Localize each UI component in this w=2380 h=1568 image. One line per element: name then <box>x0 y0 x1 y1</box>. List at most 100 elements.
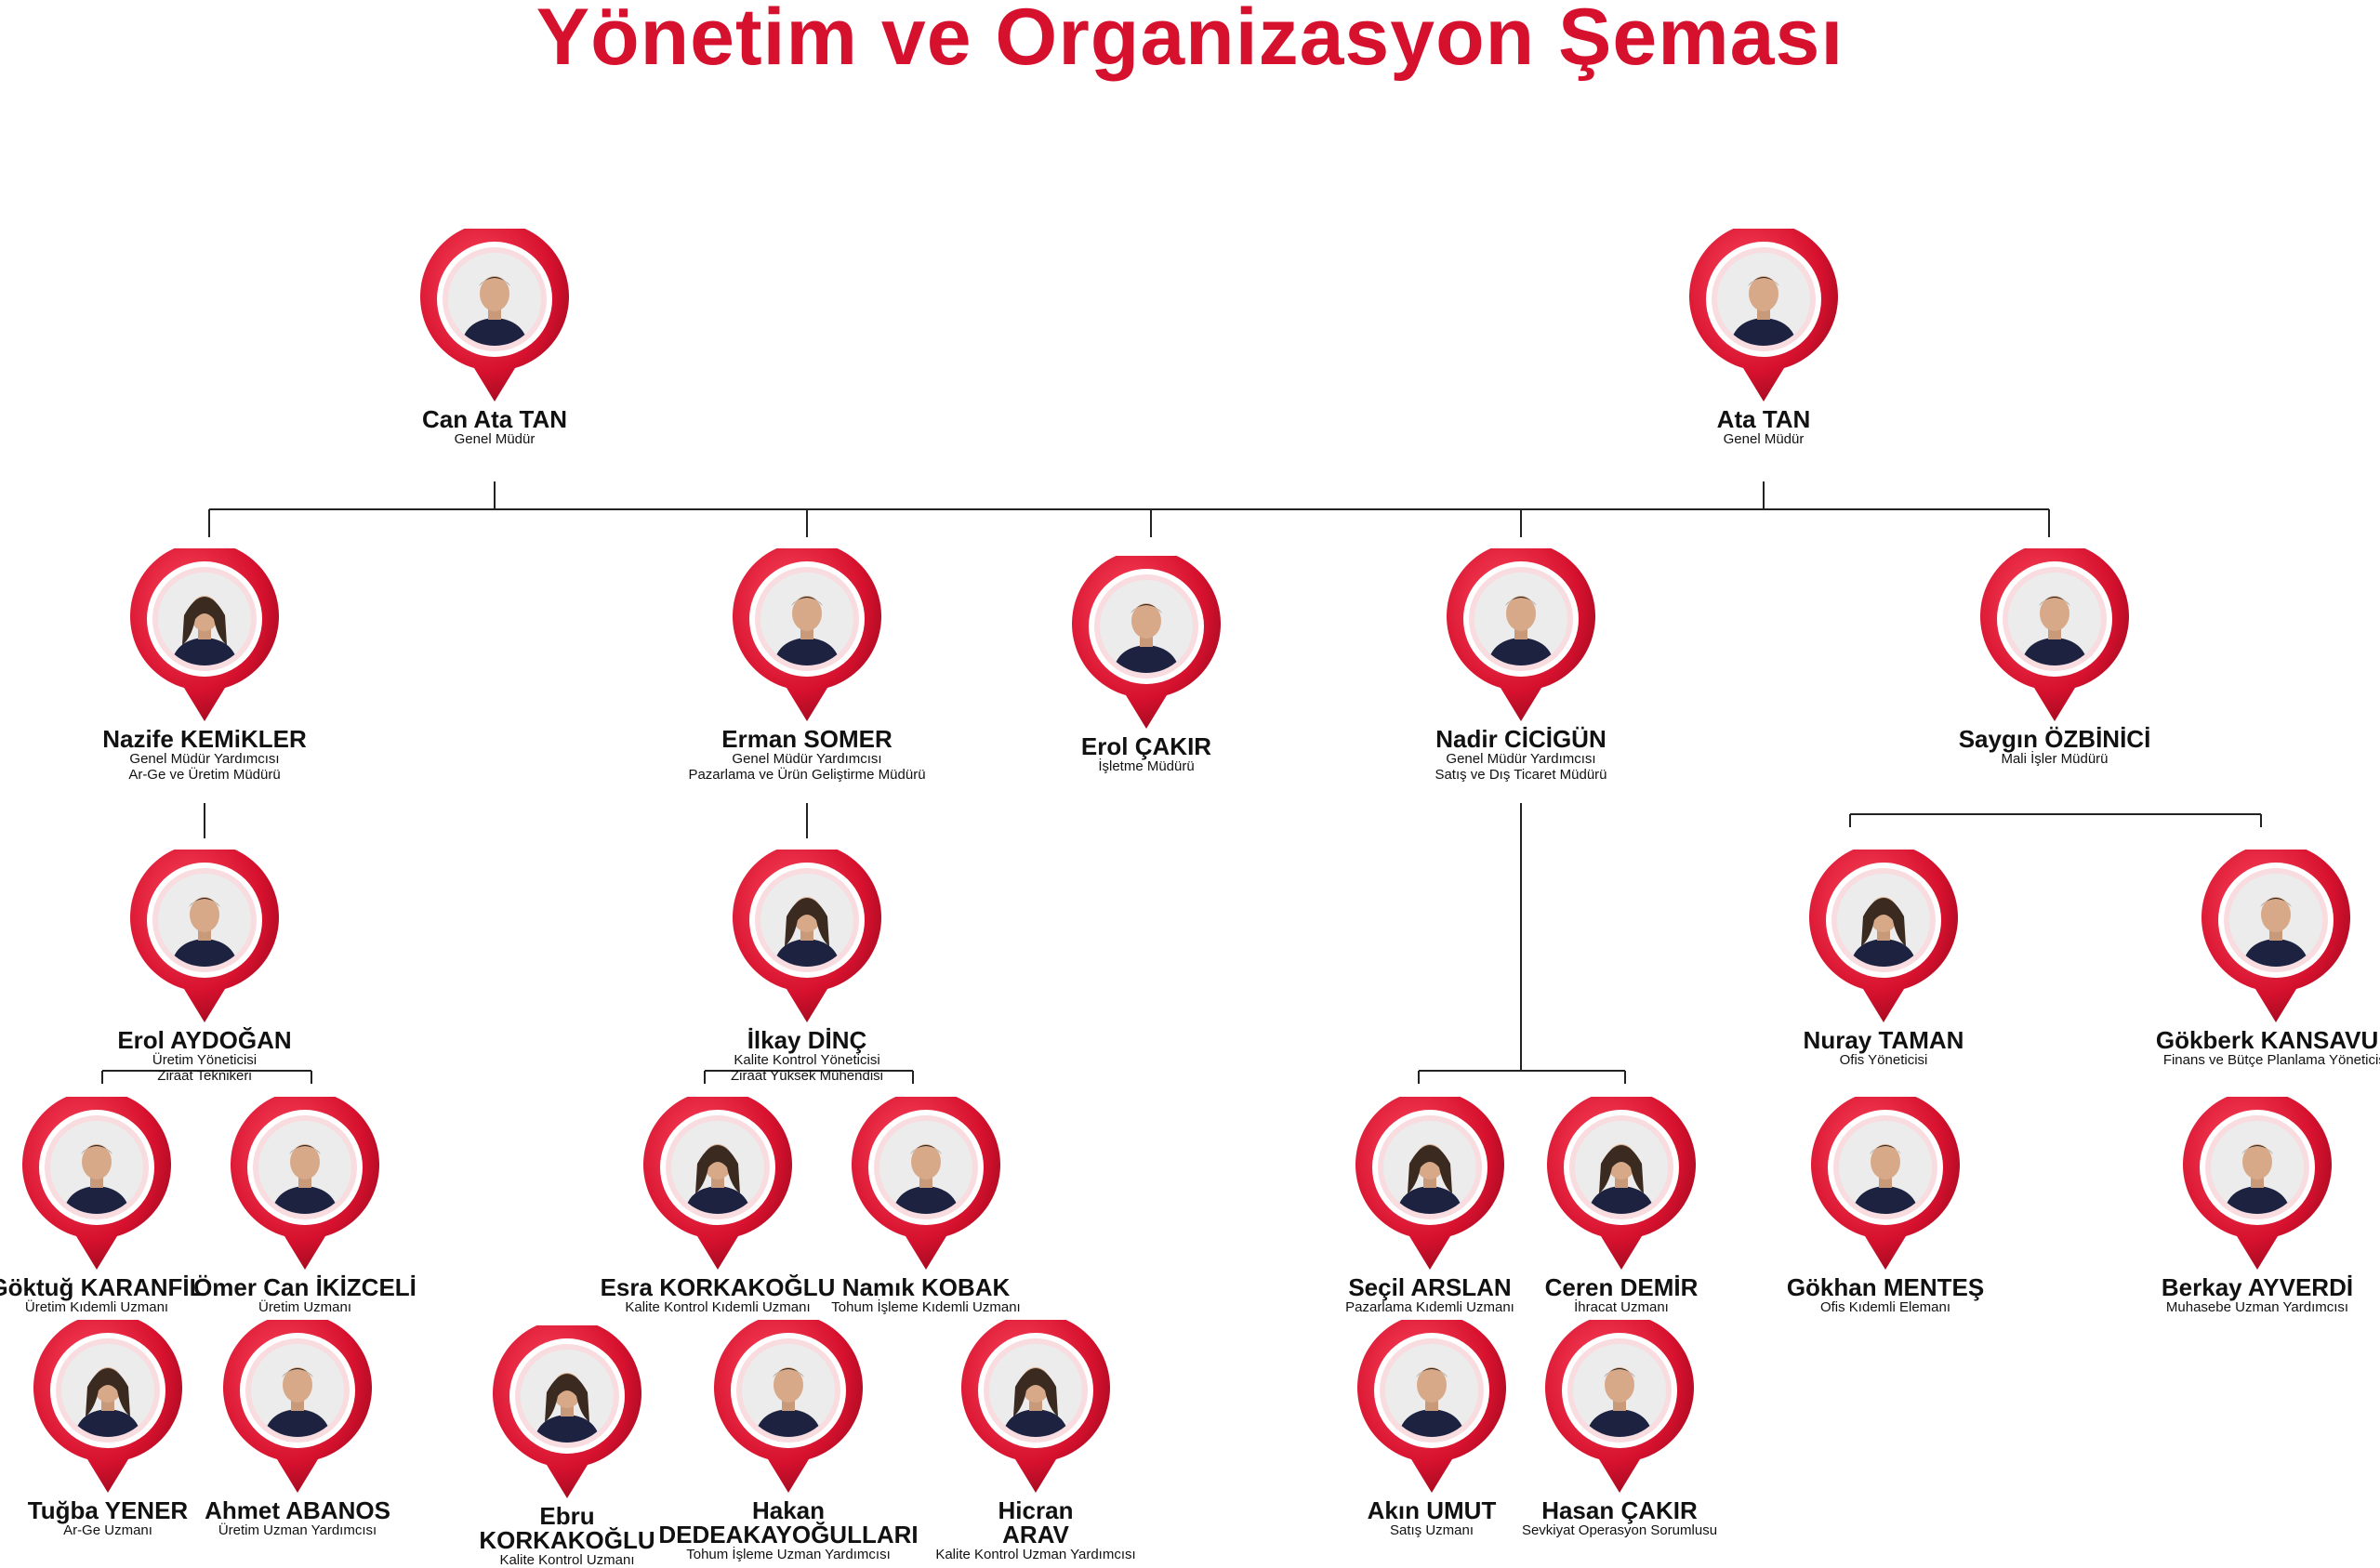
person-photo <box>1474 573 1567 665</box>
person-photo <box>1839 1121 1932 1214</box>
photo-pin <box>1809 850 1958 1026</box>
avatar <box>1839 1121 1932 1214</box>
last-name: ARSLAN <box>1410 1273 1512 1301</box>
person-role: Genel Müdür <box>1723 431 1805 447</box>
last-name: DEMİR <box>1620 1273 1699 1301</box>
first-name: Nuray <box>1803 1026 1872 1054</box>
last-name: SOMER <box>803 725 892 753</box>
avatar <box>1837 874 1930 967</box>
person-name: İlkay DİNÇ <box>649 1028 965 1052</box>
photo-pin <box>1547 1097 1696 1273</box>
person-name: Ata TAN <box>1606 407 1922 431</box>
page-title: Yönetim ve Organizasyon Şeması <box>536 0 1844 82</box>
photo-pin <box>33 1320 182 1496</box>
photo-pin <box>1072 556 1221 732</box>
avatar <box>760 874 853 967</box>
person-photo <box>989 1344 1082 1437</box>
person-role: Ofis Kıdemli Elemanı <box>1819 1299 1951 1315</box>
person-role: Kalite Kontrol Kıdemli Uzmanı <box>625 1299 811 1315</box>
avatar <box>2008 573 2101 665</box>
person-name: Ahmet ABANOS <box>139 1498 456 1522</box>
person-name: Ceren DEMİR <box>1463 1275 1779 1299</box>
person-role: Genel Müdür Yardımcısı <box>129 751 280 767</box>
last-name: AYDOĞAN <box>170 1026 292 1054</box>
avatar <box>1474 573 1567 665</box>
last-name: ARAV <box>1002 1521 1069 1548</box>
person-role: Üretim Uzmanı <box>258 1299 351 1315</box>
avatar <box>50 1121 143 1214</box>
photo-pin <box>852 1097 1000 1273</box>
person-name: Göktuğ KARANFİL <box>0 1275 255 1299</box>
person-photo <box>1573 1344 1666 1437</box>
person-photo <box>2211 1121 2304 1214</box>
avatar <box>1100 580 1193 673</box>
first-name: İlkay <box>747 1026 801 1054</box>
first-name: Gökberk <box>2155 1026 2254 1054</box>
person-photo <box>2229 874 2322 967</box>
photo-pin <box>2183 1097 2332 1273</box>
person-photo <box>1385 1344 1478 1437</box>
photo-pin <box>22 1097 171 1273</box>
last-name: YENER <box>104 1496 189 1524</box>
person-photo <box>1575 1121 1668 1214</box>
first-name: Ebru <box>539 1502 595 1530</box>
last-name: KORKAKOĞLU <box>659 1273 836 1301</box>
avatar <box>251 1344 344 1437</box>
avatar <box>521 1350 614 1443</box>
person-role: Kalite Kontrol Uzmanı <box>499 1552 635 1568</box>
avatar <box>1385 1344 1478 1437</box>
last-name: ABANOS <box>285 1496 390 1524</box>
person-photo <box>760 573 853 665</box>
person-role: Üretim Yöneticisi <box>152 1052 258 1068</box>
last-name: TAMAN <box>1878 1026 1964 1054</box>
person-name: Nuray TAMAN <box>1726 1028 2042 1052</box>
person-role: Pazarlama Kıdemli Uzmanı <box>1345 1299 1514 1315</box>
avatar <box>742 1344 835 1437</box>
person-name: Berkay AYVERDİ <box>2099 1275 2380 1299</box>
first-name: Erol <box>1080 732 1129 760</box>
person-role: Genel Müdür <box>454 431 536 447</box>
first-name: Hicran <box>998 1496 1074 1524</box>
first-name: Ömer Can <box>193 1273 310 1301</box>
person-role: Tohum İşleme Uzman Yardımcısı <box>686 1547 891 1562</box>
person-name: Nazife KEMiKLER <box>46 727 363 751</box>
person-photo <box>251 1344 344 1437</box>
last-name: KORKAKOĞLU <box>479 1526 655 1554</box>
photo-pin <box>493 1325 641 1502</box>
avatar <box>2229 874 2322 967</box>
person-role: İhracat Uzmanı <box>1574 1299 1669 1315</box>
person-name: Nadir CİCİGÜN <box>1363 727 1679 751</box>
person-photo <box>158 874 251 967</box>
person-name: Erol ÇAKIR <box>988 734 1304 758</box>
last-name: AYVERDİ <box>2247 1273 2354 1301</box>
last-name: ÇAKIR <box>1134 732 1212 760</box>
photo-pin <box>643 1097 792 1273</box>
person-card: Gökberk KANSAVUKFinans ve Bütçe Planlama… <box>2118 850 2380 1068</box>
person-role: Finans ve Bütçe Planlama Yöneticisi <box>2162 1052 2380 1068</box>
person-photo <box>760 874 853 967</box>
last-name: CİCİGÜN <box>1503 725 1606 753</box>
photo-pin <box>130 548 279 725</box>
first-name: Akın <box>1367 1496 1420 1524</box>
person-photo <box>50 1121 143 1214</box>
first-name: Gökhan <box>1786 1273 1877 1301</box>
first-name: Berkay <box>2161 1273 2242 1301</box>
person-role: Genel Müdür Yardımcısı <box>1446 751 1596 767</box>
last-name: KARANFİL <box>80 1273 205 1301</box>
